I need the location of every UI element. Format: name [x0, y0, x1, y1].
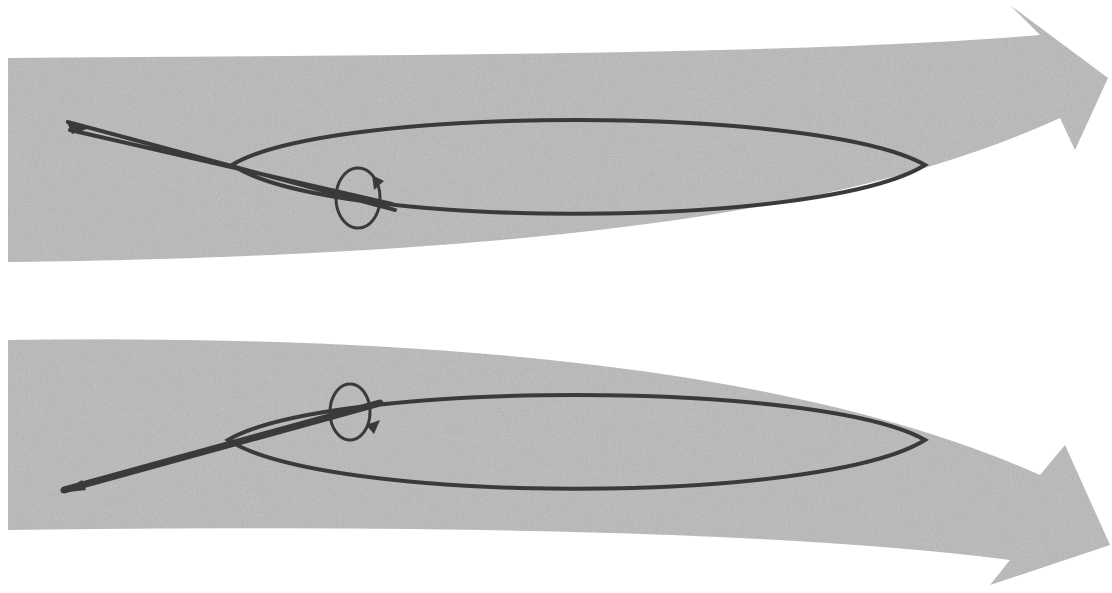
- top-arrow-band: [8, 5, 1108, 262]
- bottom-panel: [8, 339, 1110, 585]
- top-panel: [8, 5, 1108, 262]
